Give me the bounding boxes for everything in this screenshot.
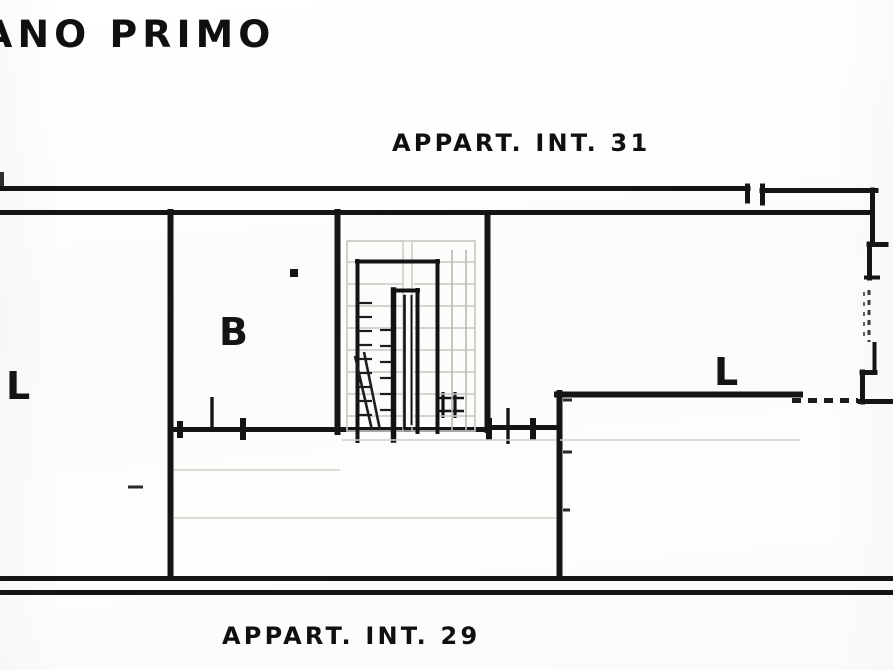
reference-point-marker bbox=[290, 269, 298, 277]
perimeter-walls bbox=[0, 183, 893, 595]
interior-walls bbox=[167, 209, 563, 581]
stair-flight-core bbox=[390, 287, 420, 443]
stair-right-shaft-guides bbox=[451, 250, 467, 430]
secondary-faint-lines bbox=[174, 439, 800, 519]
room-label-l-left: L bbox=[6, 364, 31, 408]
apartment-label-top: APPART. INT. 31 bbox=[392, 129, 651, 157]
measurement-ticks bbox=[128, 398, 572, 512]
door-jamb-marks bbox=[177, 392, 536, 444]
interior-horizontal-walls bbox=[172, 391, 803, 432]
stair-walls bbox=[355, 259, 440, 443]
room-label-l-right: L bbox=[714, 350, 739, 394]
stair-risers bbox=[358, 301, 392, 417]
stairwell-assembly bbox=[346, 240, 476, 443]
apartment-label-bottom: APPART. INT. 29 bbox=[222, 622, 481, 650]
window-dashed-right bbox=[863, 290, 871, 342]
stair-stringer-lines bbox=[353, 351, 382, 431]
room-label-b: B bbox=[219, 310, 248, 354]
page-title: ANO PRIMO bbox=[0, 13, 276, 56]
